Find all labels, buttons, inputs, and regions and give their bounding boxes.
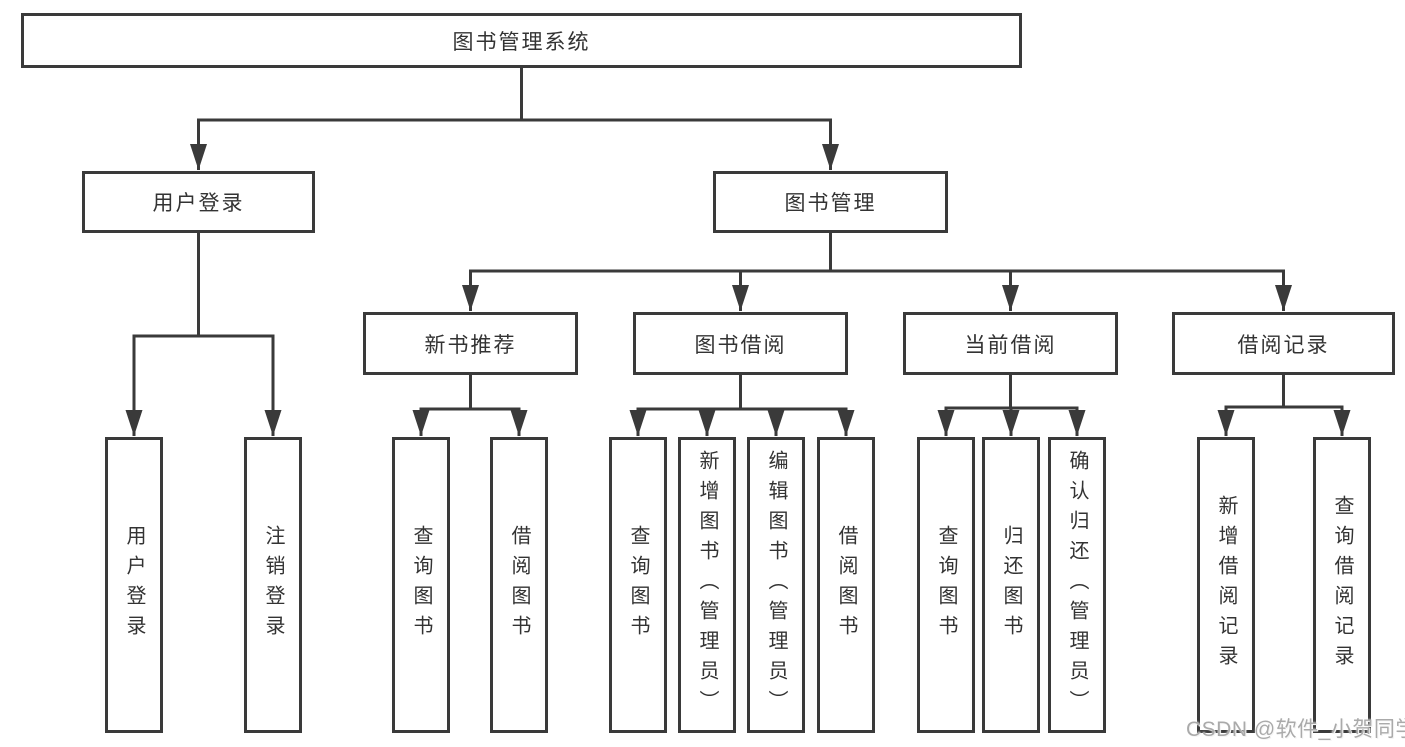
leaf-add-borrow-record: 新增借阅记录 — [1197, 437, 1255, 733]
leaf-return-books-label: 归还图书 — [1000, 525, 1022, 645]
node-borrowing-records: 借阅记录 — [1172, 312, 1395, 375]
leaf-edit-books-admin-label: 编辑图书（管理员） — [765, 450, 787, 720]
edge-current-borrowing-to-leaves — [937, 375, 1086, 436]
leaf-query-borrow-record: 查询借阅记录 — [1313, 437, 1371, 733]
leaf-query-books-current: 查询图书 — [917, 437, 975, 733]
leaf-query-books-borrowing: 查询图书 — [609, 437, 667, 733]
node-user-login: 用户登录 — [82, 171, 315, 233]
node-root-label: 图书管理系统 — [452, 30, 591, 54]
edge-root-to-level2 — [190, 68, 839, 170]
leaf-query-books-borrowing-label: 查询图书 — [627, 525, 649, 645]
node-borrowing-records-label: 借阅记录 — [1237, 333, 1330, 357]
node-current-borrowing-label: 当前借阅 — [964, 333, 1057, 357]
edge-borrowing-records-to-leaves — [1217, 375, 1351, 436]
node-book-management: 图书管理 — [713, 171, 948, 233]
watermark: CSDN @软件_小贺同学 — [1186, 718, 1405, 741]
node-new-book-recommend: 新书推荐 — [363, 312, 578, 375]
leaf-confirm-return-admin-label: 确认归还（管理员） — [1066, 450, 1088, 720]
node-root: 图书管理系统 — [21, 13, 1022, 68]
leaf-borrow-books-borrowing-label: 借阅图书 — [835, 525, 857, 645]
edge-user-login-to-leaves — [125, 233, 282, 436]
leaf-confirm-return-admin: 确认归还（管理员） — [1048, 437, 1106, 733]
leaf-add-borrow-record-label: 新增借阅记录 — [1215, 495, 1237, 675]
node-book-management-label: 图书管理 — [784, 192, 877, 215]
leaf-query-borrow-record-label: 查询借阅记录 — [1331, 495, 1353, 675]
leaf-borrow-books-recommend: 借阅图书 — [490, 437, 548, 733]
leaf-user-login: 用户登录 — [105, 437, 163, 733]
node-new-book-recommend-label: 新书推荐 — [424, 333, 517, 357]
leaf-user-login-label: 用户登录 — [123, 525, 145, 645]
node-current-borrowing: 当前借阅 — [903, 312, 1118, 375]
leaf-query-books-recommend: 查询图书 — [392, 437, 450, 733]
leaf-return-books: 归还图书 — [982, 437, 1040, 733]
leaf-query-books-recommend-label: 查询图书 — [410, 525, 432, 645]
leaf-query-books-current-label: 查询图书 — [935, 525, 957, 645]
leaf-add-books-admin: 新增图书（管理员） — [678, 437, 736, 733]
edge-new-book-recommend-to-leaves — [412, 375, 528, 436]
leaf-logout-label: 注销登录 — [262, 525, 284, 645]
leaf-borrow-books-borrowing: 借阅图书 — [817, 437, 875, 733]
leaf-logout: 注销登录 — [244, 437, 302, 733]
node-user-login-label: 用户登录 — [152, 192, 245, 215]
edge-book-borrowing-to-leaves — [629, 375, 855, 436]
leaf-borrow-books-recommend-label: 借阅图书 — [508, 525, 530, 645]
node-book-borrowing: 图书借阅 — [633, 312, 848, 375]
leaf-edit-books-admin: 编辑图书（管理员） — [747, 437, 805, 733]
node-book-borrowing-label: 图书借阅 — [694, 333, 787, 357]
leaf-add-books-admin-label: 新增图书（管理员） — [696, 450, 718, 720]
edge-book-management-to-level3 — [462, 233, 1292, 311]
